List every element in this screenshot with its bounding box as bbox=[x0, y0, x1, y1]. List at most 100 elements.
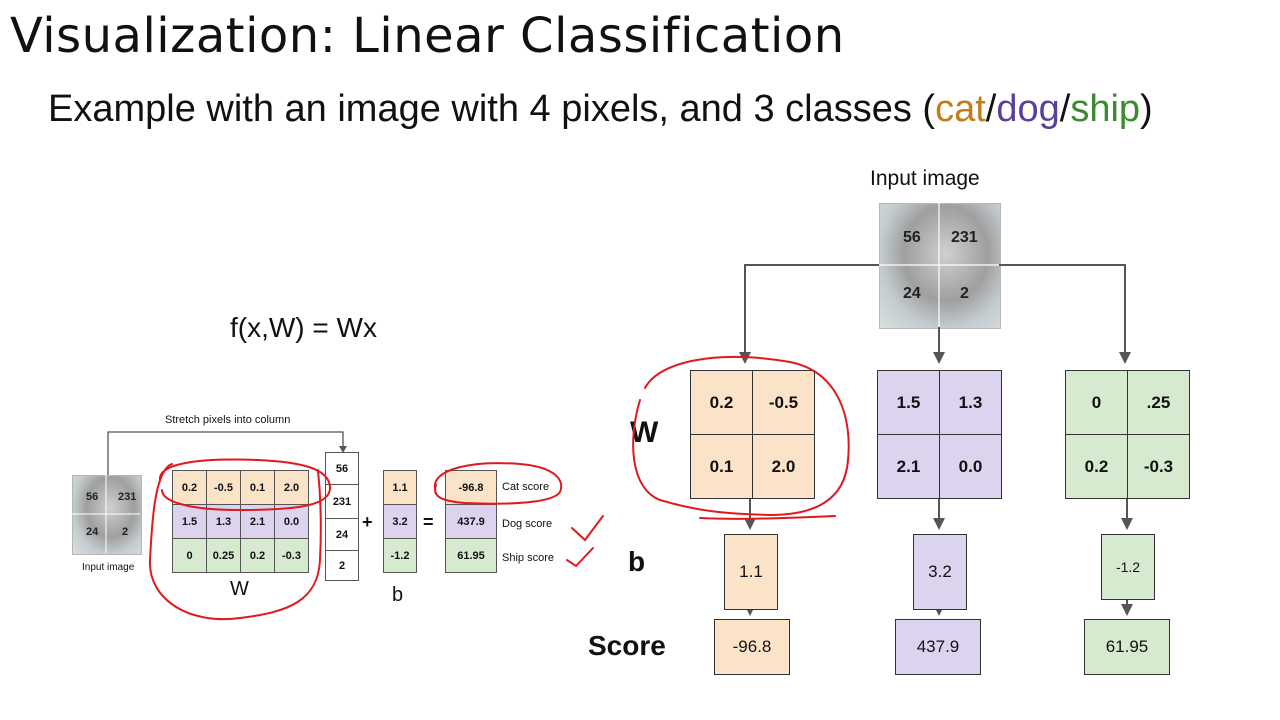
input-image-label: Input image bbox=[870, 167, 980, 190]
pixel-value: 2 bbox=[960, 285, 969, 302]
pixel-value: 231 bbox=[951, 229, 978, 246]
w-cell-large-value: 2.0 bbox=[771, 456, 796, 476]
w-cell-large: -0.5 bbox=[752, 370, 815, 435]
w-cell-large-value: 1.5 bbox=[896, 392, 921, 412]
w-cell-large-value: 1.3 bbox=[958, 392, 983, 412]
b-cell-small-value: 1.1 bbox=[392, 481, 408, 494]
w-cell-small-value: 2.1 bbox=[249, 515, 266, 528]
input-image-large bbox=[879, 203, 1001, 329]
w-cell-large-value: -0.5 bbox=[768, 392, 799, 412]
input-image-label: Input image bbox=[82, 562, 135, 573]
score-cell-small: -96.8 bbox=[445, 470, 497, 505]
subtitle: Example with an image with 4 pixels, and… bbox=[48, 88, 1153, 131]
subtitle-ship: ship bbox=[1070, 88, 1141, 130]
input-image-large-grid bbox=[879, 203, 999, 327]
x-cell-small-value: 2 bbox=[338, 559, 346, 572]
x-cell-small-value: 56 bbox=[335, 462, 349, 475]
bias-value: 3.2 bbox=[928, 562, 952, 581]
score-cell-small: 61.95 bbox=[445, 538, 497, 573]
score-box: 61.95 bbox=[1084, 619, 1170, 675]
x-cell-small-value: 231 bbox=[332, 495, 352, 508]
w-cell-large-value: -0.3 bbox=[1143, 456, 1174, 476]
subtitle-sep: / bbox=[985, 88, 997, 130]
plus-sign: + bbox=[362, 512, 373, 532]
bias-box: 3.2 bbox=[913, 534, 967, 610]
input-image-small-grid bbox=[72, 475, 140, 553]
w-cell-large: 1.5 bbox=[877, 370, 940, 435]
w-cell-small-value: 1.3 bbox=[215, 515, 232, 528]
subtitle-prefix: Example with an image with 4 pixels, and… bbox=[48, 88, 936, 130]
score-box: 437.9 bbox=[895, 619, 981, 675]
w-cell-small: -0.3 bbox=[274, 538, 309, 573]
x-cell-small: 2 bbox=[325, 550, 359, 581]
score-cell-small-value: 437.9 bbox=[457, 515, 485, 528]
equals-sign: = bbox=[423, 512, 434, 532]
x-cell-small: 24 bbox=[325, 518, 359, 551]
pixel-value: 56 bbox=[86, 491, 99, 503]
pixel-value: 231 bbox=[118, 491, 137, 503]
bias-box: 1.1 bbox=[724, 534, 778, 610]
b-cell-small: 3.2 bbox=[383, 504, 417, 539]
subtitle-suffix: ) bbox=[1140, 88, 1153, 130]
w-cell-large-value: 0.2 bbox=[1084, 456, 1109, 476]
subtitle-dog: dog bbox=[996, 88, 1060, 130]
score-cell-small-value: 61.95 bbox=[457, 549, 485, 562]
w-cell-large-value: 0.1 bbox=[709, 456, 734, 476]
x-cell-small-value: 24 bbox=[335, 528, 349, 541]
w-cell-small: 2.0 bbox=[274, 470, 309, 505]
annotation-underline-w-large bbox=[699, 515, 836, 520]
score-label: Dog score bbox=[502, 518, 553, 530]
w-cell-large-value: 2.1 bbox=[896, 456, 921, 476]
b-cell-small-value: 3.2 bbox=[392, 515, 408, 528]
w-label-small: W bbox=[230, 578, 249, 600]
w-cell-small: -0.5 bbox=[206, 470, 241, 505]
b-label-small: b bbox=[392, 584, 404, 606]
annotation-check-dog bbox=[571, 515, 604, 542]
w-cell-small: 0.1 bbox=[240, 470, 275, 505]
w-cell-small-value: -0.5 bbox=[214, 481, 233, 494]
bias-value: 1.1 bbox=[739, 562, 763, 581]
w-cell-small-value: 2.0 bbox=[283, 481, 300, 494]
pixel-value: 24 bbox=[903, 285, 921, 302]
w-cell-small-value: -0.3 bbox=[282, 549, 301, 562]
pixel-value: 24 bbox=[86, 526, 99, 538]
score-label-large: Score bbox=[588, 630, 666, 661]
annotation-circle-w-small bbox=[158, 458, 332, 512]
w-cell-large: 0.0 bbox=[939, 434, 1002, 499]
subtitle-cat: cat bbox=[935, 88, 986, 130]
w-cell-large: 0 bbox=[1065, 370, 1128, 435]
w-cell-large: 2.1 bbox=[877, 434, 940, 499]
stretch-label: Stretch pixels into column bbox=[165, 414, 291, 426]
score-label: Ship score bbox=[502, 552, 554, 564]
formula: f(x,W) = Wx bbox=[230, 312, 377, 343]
w-cell-small-value: 0.2 bbox=[181, 481, 198, 494]
score-box: -96.8 bbox=[714, 619, 790, 675]
annotation-circle-cat-score bbox=[433, 462, 563, 505]
w-cell-large: 0.1 bbox=[690, 434, 753, 499]
w-cell-small-value: 0.25 bbox=[212, 549, 235, 562]
score-value: 61.95 bbox=[1105, 637, 1149, 656]
score-value: -96.8 bbox=[732, 637, 772, 656]
w-cell-small-value: 1.5 bbox=[181, 515, 198, 528]
w-cell-small-value: 0.2 bbox=[249, 549, 266, 562]
pixel-value: 2 bbox=[122, 526, 129, 538]
w-cell-small: 0.2 bbox=[172, 470, 207, 505]
b-cell-small-value: -1.2 bbox=[390, 549, 410, 562]
w-cell-large: 2.0 bbox=[752, 434, 815, 499]
w-cell-large-value: .25 bbox=[1146, 392, 1171, 412]
w-cell-small-value: 0 bbox=[186, 549, 193, 562]
annotation-loop-w-matrix bbox=[148, 463, 322, 621]
annotation-circle-w-large bbox=[632, 356, 850, 517]
pixel-value: 56 bbox=[903, 229, 921, 246]
score-label: Cat score bbox=[502, 481, 550, 493]
score-value: 437.9 bbox=[916, 637, 960, 656]
annotation-check-ship bbox=[566, 547, 594, 568]
score-cell-small-value: -96.8 bbox=[458, 481, 484, 494]
w-cell-small-value: 0.1 bbox=[249, 481, 266, 494]
b-label-large: b bbox=[628, 546, 646, 577]
b-cell-small: -1.2 bbox=[383, 538, 417, 573]
subtitle-sep: / bbox=[1059, 88, 1071, 130]
